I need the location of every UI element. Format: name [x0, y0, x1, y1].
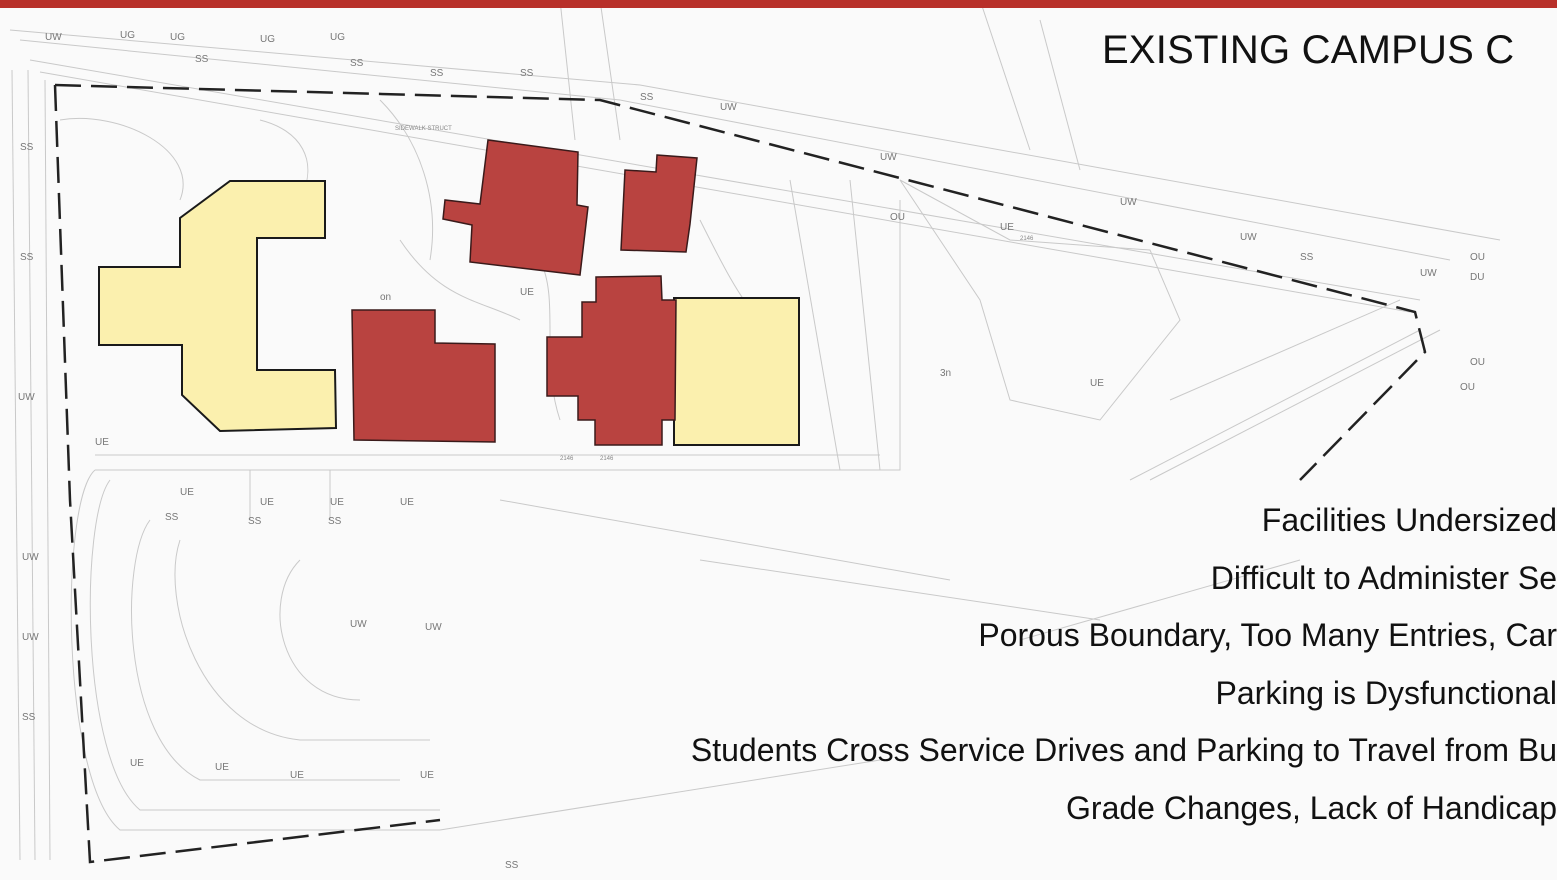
svg-text:UW: UW: [1420, 268, 1437, 279]
svg-text:UW: UW: [720, 102, 737, 113]
property-boundary: [53, 83, 1427, 864]
issue-item: Parking is Dysfunctional: [1215, 674, 1557, 711]
existing-building-central: [546, 275, 677, 446]
svg-text:UE: UE: [290, 770, 304, 781]
svg-text:UW: UW: [22, 552, 39, 563]
svg-text:UE: UE: [1000, 222, 1014, 233]
svg-text:SS: SS: [165, 512, 179, 523]
accent-bar: [0, 0, 1557, 8]
svg-text:2146: 2146: [1020, 236, 1034, 242]
svg-text:UE: UE: [330, 497, 344, 508]
slide-title: EXISTING CAMPUS C: [1102, 28, 1515, 72]
svg-text:UW: UW: [18, 392, 35, 403]
svg-text:UW: UW: [350, 619, 367, 630]
svg-text:SS: SS: [20, 142, 34, 153]
issue-item: Grade Changes, Lack of Handicap: [1066, 789, 1557, 826]
proposed-building-east: [673, 297, 800, 446]
svg-text:OU: OU: [890, 212, 905, 223]
proposed-building-west: [98, 180, 338, 433]
svg-text:SS: SS: [505, 860, 519, 871]
issue-item: Difficult to Administer Se: [1210, 559, 1557, 596]
svg-text:UW: UW: [425, 622, 442, 633]
existing-building-north: [442, 139, 589, 276]
svg-text:OU: OU: [1470, 357, 1485, 368]
svg-text:SS: SS: [195, 54, 209, 65]
svg-text:SS: SS: [350, 58, 364, 69]
svg-text:UG: UG: [170, 32, 185, 43]
svg-text:OU: OU: [1470, 252, 1485, 263]
svg-text:2146: 2146: [560, 456, 574, 462]
svg-text:SIDEWALK STRUCT: SIDEWALK STRUCT: [395, 126, 452, 132]
svg-text:DU: DU: [1470, 272, 1484, 283]
map-annotations: UW UG UG UG UG SS SS SS SS SS UW UW UW U…: [18, 30, 1485, 871]
svg-text:UE: UE: [400, 497, 414, 508]
svg-text:on: on: [380, 292, 391, 303]
svg-text:SS: SS: [520, 68, 534, 79]
svg-text:UG: UG: [330, 32, 345, 43]
svg-text:OU: OU: [1460, 382, 1475, 393]
svg-text:UE: UE: [520, 287, 534, 298]
issues-list: Facilities Undersized Difficult to Admin…: [0, 492, 1557, 837]
svg-text:SS: SS: [328, 516, 342, 527]
svg-text:UE: UE: [215, 762, 229, 773]
svg-text:UW: UW: [1240, 232, 1257, 243]
existing-building-southwest: [351, 309, 496, 443]
issue-item: Facilities Undersized: [1261, 502, 1557, 538]
svg-text:SS: SS: [430, 68, 444, 79]
svg-text:SS: SS: [640, 92, 654, 103]
svg-text:3n: 3n: [940, 368, 951, 379]
svg-text:UE: UE: [260, 497, 274, 508]
proposed-buildings: [98, 180, 800, 446]
svg-text:UE: UE: [180, 487, 194, 498]
svg-text:UW: UW: [22, 632, 39, 643]
svg-text:SS: SS: [22, 712, 36, 723]
existing-building-northeast: [620, 154, 698, 253]
svg-text:UG: UG: [260, 34, 275, 45]
existing-buildings: [351, 139, 698, 446]
svg-text:UE: UE: [95, 437, 109, 448]
issue-item: Porous Boundary, Too Many Entries, Car: [978, 617, 1557, 653]
svg-text:UG: UG: [120, 30, 135, 41]
svg-text:UW: UW: [45, 32, 62, 43]
svg-text:UW: UW: [1120, 197, 1137, 208]
issue-item: Students Cross Service Drives and Parkin…: [690, 732, 1557, 768]
svg-text:UE: UE: [1090, 378, 1104, 389]
svg-text:SS: SS: [248, 516, 262, 527]
svg-text:SS: SS: [20, 252, 34, 263]
survey-lines: [9, 0, 1501, 861]
svg-text:UE: UE: [130, 758, 144, 769]
svg-text:2146: 2146: [600, 456, 614, 462]
svg-text:SS: SS: [1300, 252, 1314, 263]
svg-text:UW: UW: [880, 152, 897, 163]
svg-text:UE: UE: [420, 770, 434, 781]
